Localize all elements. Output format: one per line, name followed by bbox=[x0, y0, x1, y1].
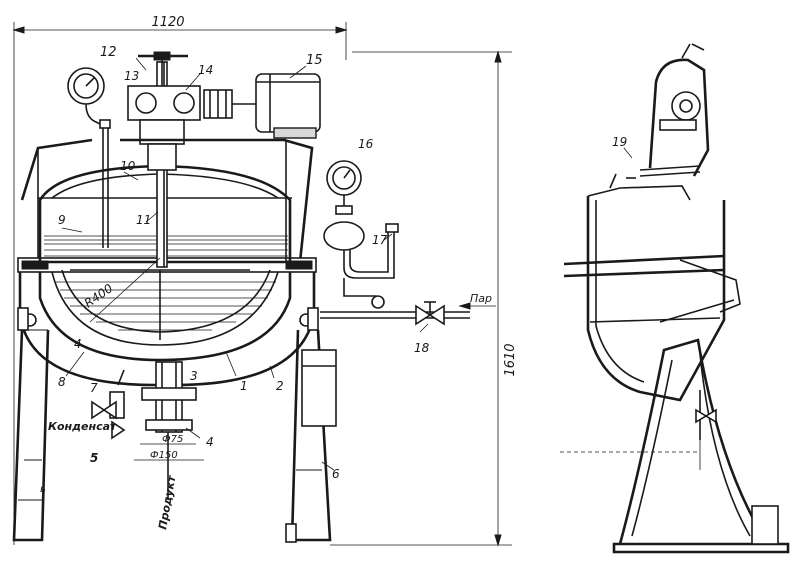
callout-4-inner: 4 bbox=[74, 337, 82, 351]
steam-piping bbox=[320, 160, 496, 326]
front-view: 1120 1610 bbox=[12, 15, 518, 547]
condensate-valve bbox=[91, 369, 126, 440]
callout-18: 18 bbox=[414, 341, 430, 355]
inner-bowl bbox=[38, 272, 292, 362]
callout-15: 15 bbox=[306, 53, 323, 68]
width-dimension-label: 1120 bbox=[151, 15, 184, 30]
callout-2: 2 bbox=[276, 379, 284, 393]
callout-11: 11 bbox=[136, 213, 151, 227]
width-dimension: 1120 bbox=[12, 15, 348, 545]
electrical-box bbox=[301, 349, 337, 427]
product-label: Продукт bbox=[156, 474, 178, 531]
support-frame bbox=[12, 138, 332, 543]
callout-5: 5 bbox=[90, 451, 98, 465]
callout-19: 19 bbox=[612, 135, 627, 149]
callout-4-outlet: 4 bbox=[206, 435, 214, 449]
callout-16: 16 bbox=[358, 137, 374, 151]
callout-8: 8 bbox=[58, 375, 66, 389]
height-dimension: 1610 bbox=[330, 50, 518, 547]
callout-3: 3 bbox=[190, 369, 198, 383]
callout-17: 17 bbox=[372, 233, 388, 247]
condensate-label: Конденсат bbox=[48, 420, 117, 433]
callout-7: 7 bbox=[90, 381, 98, 395]
drive-assembly bbox=[120, 51, 321, 262]
callout-10: 10 bbox=[120, 159, 136, 173]
callout-6: 6 bbox=[332, 467, 340, 481]
side-view: 19 bbox=[560, 43, 790, 554]
steam-label: Пар bbox=[470, 292, 492, 305]
callout-13: 13 bbox=[124, 69, 139, 83]
callout-12: 12 bbox=[100, 45, 117, 60]
thermometer-assembly bbox=[67, 67, 111, 248]
height-dimension-label: 1610 bbox=[503, 343, 518, 376]
leader-lines bbox=[61, 57, 429, 471]
callout-1: 1 bbox=[240, 379, 248, 393]
outlet-outer-diameter-label: Ф150 bbox=[150, 450, 178, 461]
callout-9: 9 bbox=[58, 213, 66, 227]
bottom-outlet bbox=[134, 361, 204, 500]
callout-6-leg: ь bbox=[40, 484, 46, 495]
outlet-inner-diameter-label: Ф75 bbox=[162, 434, 183, 445]
callout-14: 14 bbox=[198, 63, 213, 77]
